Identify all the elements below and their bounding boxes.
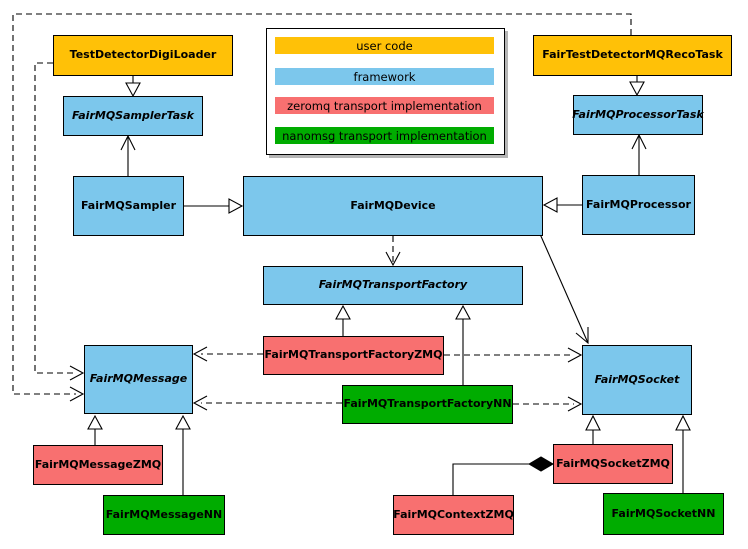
legend-box: user code framework zeromq transport imp… (266, 28, 505, 155)
class-node-fairmqprocessortask: FairMQProcessorTask (572, 95, 704, 135)
legend-item-nanomsg: nanomsg transport implementation (275, 127, 494, 144)
class-node-fairmqtransportfactoryzmq: FairMQTransportFactoryZMQ (263, 336, 444, 375)
edge-device-socket (539, 233, 589, 345)
edge-testdetectordigiloader-samplertask (125, 76, 141, 98)
class-node-fairmqsampler: FairMQSampler (73, 176, 184, 236)
edge-messagezmq-message (87, 414, 103, 445)
edge-transportfactoryzmq-transportfactory (335, 304, 351, 336)
class-node-fairmqcontextzmq: FairMQContextZMQ (393, 495, 514, 535)
edge-processor-processortask (631, 133, 647, 175)
edge-transportfactorynn-message (192, 395, 342, 411)
class-node-fairmqprocessor: FairMQProcessor (582, 175, 695, 235)
edge-transportfactoryzmq-message (192, 346, 263, 362)
edge-transportfactoryzmq-socket (444, 347, 583, 363)
edge-messagenn-message (175, 414, 191, 495)
class-node-testdetectordigiloader: TestDetectorDigiLoader (53, 35, 233, 76)
edge-testdetectordigiloader-message (34, 62, 85, 381)
edge-socketzmq-socket (585, 414, 601, 444)
class-node-fairmqsocketzmq: FairMQSocketZMQ (553, 444, 673, 484)
class-node-fairmqsocket: FairMQSocket (582, 345, 692, 415)
class-node-fairmqsamplertask: FairMQSamplerTask (63, 96, 203, 136)
edge-transportfactorynn-socket (513, 396, 583, 412)
edge-fairtestdetectormqrecotask-processortask (629, 76, 645, 97)
class-node-fairmqtransportfactorynn: FairMQTransportFactoryNN (342, 385, 513, 424)
edge-sampler-device (184, 198, 244, 214)
legend-item-zeromq: zeromq transport implementation (275, 97, 494, 114)
class-node-fairmqdevice: FairMQDevice (243, 176, 543, 236)
class-node-fairmqmessagezmq: FairMQMessageZMQ (33, 445, 163, 485)
legend-item-framework: framework (275, 68, 494, 85)
class-node-fairmqsocketnn: FairMQSocketNN (603, 493, 724, 535)
edge-contextzmq-socketzmq (452, 456, 554, 495)
edge-socketnn-socket (675, 414, 691, 493)
edge-sampler-samplertask (120, 134, 136, 176)
edge-transportfactorynn-transportfactory (455, 304, 471, 385)
class-node-fairmqmessagenn: FairMQMessageNN (103, 495, 225, 535)
edge-processor-device (542, 197, 582, 213)
class-node-fairtestdetectormqrecotask: FairTestDetectorMQRecoTask (533, 35, 732, 76)
edge-device-transportfactory (385, 236, 401, 267)
legend-item-user-code: user code (275, 37, 494, 54)
class-node-fairmqmessage: FairMQMessage (84, 345, 193, 414)
edge-fairtestdetectormqrecotask-message (12, 13, 632, 402)
class-node-fairmqtransportfactory: FairMQTransportFactory (263, 266, 523, 305)
